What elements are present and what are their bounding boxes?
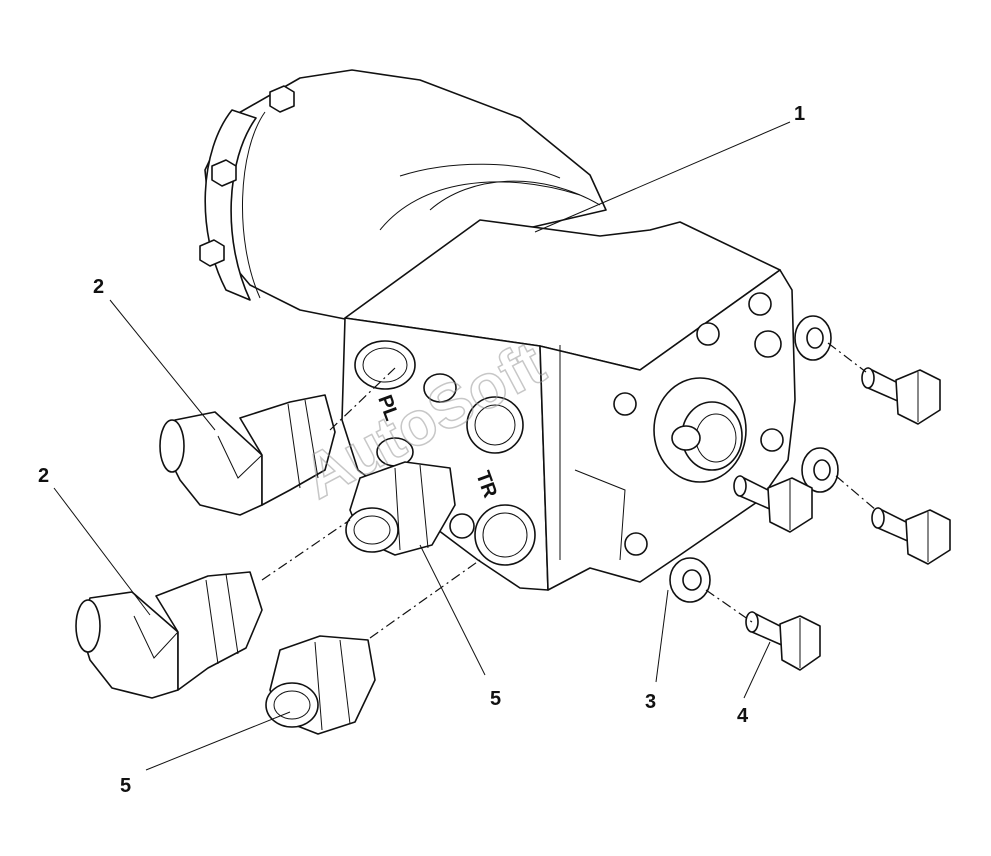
callout-1: 1 — [794, 103, 805, 125]
bolts — [733, 367, 951, 671]
bolt-3 — [733, 475, 813, 533]
elbow-fitting-lower — [75, 571, 263, 699]
bolt-2 — [871, 507, 951, 565]
washers — [669, 315, 839, 603]
bolt-4 — [745, 611, 821, 671]
straight-adapter-lower — [265, 635, 376, 735]
elbow-fitting-upper — [159, 394, 336, 516]
callout-labels: 1 2 2 3 4 5 5 — [38, 103, 805, 797]
leader-lines — [53, 121, 791, 771]
washer-2 — [801, 447, 839, 493]
callout-5-lower: 5 — [120, 775, 131, 797]
end-cap-bolt-heads — [199, 85, 295, 267]
straight-adapter-upper — [345, 461, 456, 556]
washer-3 — [669, 557, 711, 603]
bolt-1 — [861, 367, 941, 425]
steering-unit-body — [199, 69, 796, 591]
assembly-centerlines — [261, 342, 877, 639]
callout-3: 3 — [645, 691, 656, 713]
washer-1 — [794, 315, 832, 361]
callout-4: 4 — [737, 705, 749, 727]
callout-2-upper: 2 — [93, 276, 104, 298]
callout-5-upper: 5 — [490, 688, 501, 710]
callout-2-lower: 2 — [38, 465, 49, 487]
